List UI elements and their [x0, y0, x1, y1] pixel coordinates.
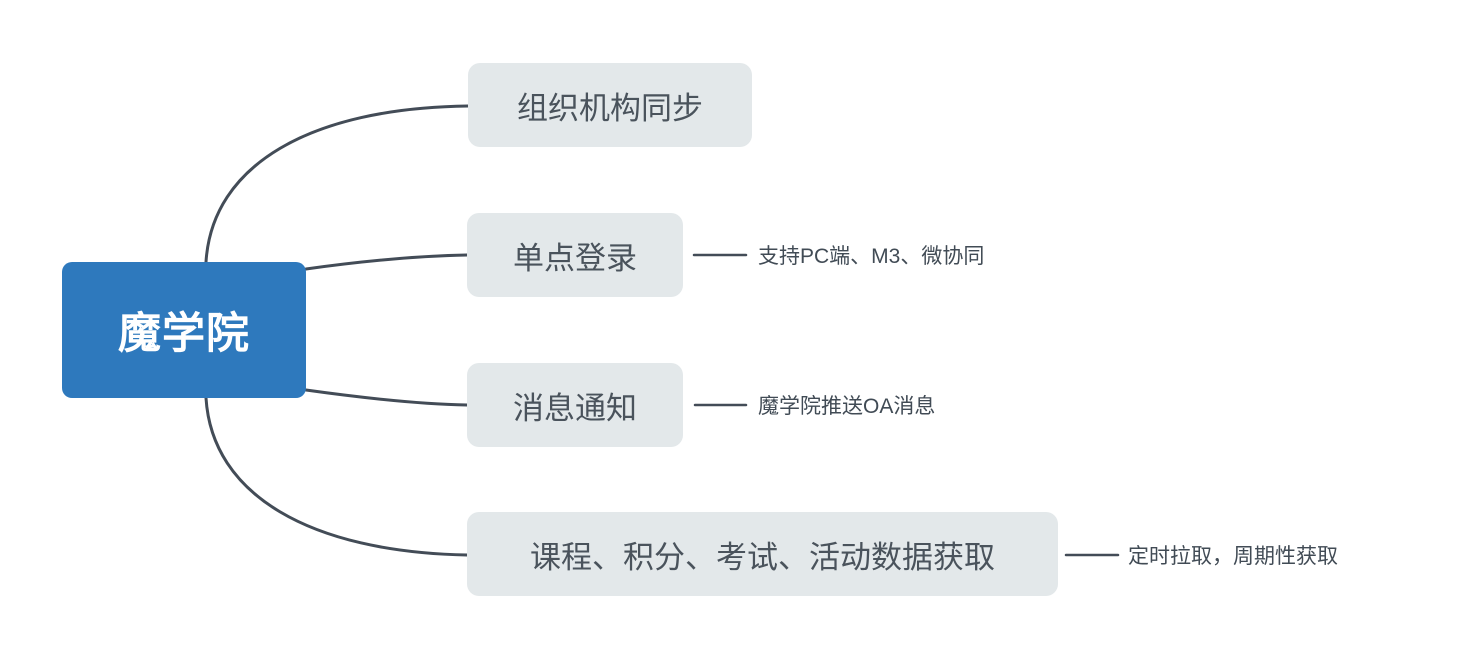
connector-root-to-data-fetch [204, 396, 469, 557]
connector-root-to-org-sync [204, 104, 470, 264]
child-note-notify[interactable]: 魔学院推送OA消息 [758, 391, 935, 419]
branch-node-org-sync[interactable]: 组织机构同步 [468, 63, 752, 147]
root-node[interactable]: 魔学院 [62, 262, 306, 398]
child-note-label: 支持PC端、M3、微协同 [758, 245, 985, 268]
connector-root-to-sso [304, 253, 469, 271]
connector-root-to-notify [304, 388, 469, 407]
branch-node-label: 单点登录 [513, 240, 637, 276]
branch-node-data-fetch[interactable]: 课程、积分、考试、活动数据获取 [467, 512, 1058, 596]
root-node-label: 魔学院 [118, 310, 250, 358]
branch-node-label: 课程、积分、考试、活动数据获取 [530, 539, 995, 575]
child-note-data-fetch[interactable]: 定时拉取，周期性获取 [1128, 541, 1338, 569]
branch-node-label: 组织机构同步 [517, 90, 703, 126]
child-note-label: 定时拉取，周期性获取 [1128, 545, 1338, 568]
branch-node-label: 消息通知 [513, 390, 637, 426]
branch-node-notify[interactable]: 消息通知 [467, 363, 683, 447]
branch-node-sso[interactable]: 单点登录 [467, 213, 683, 297]
child-note-sso[interactable]: 支持PC端、M3、微协同 [758, 241, 984, 269]
child-note-label: 魔学院推送OA消息 [758, 395, 936, 418]
